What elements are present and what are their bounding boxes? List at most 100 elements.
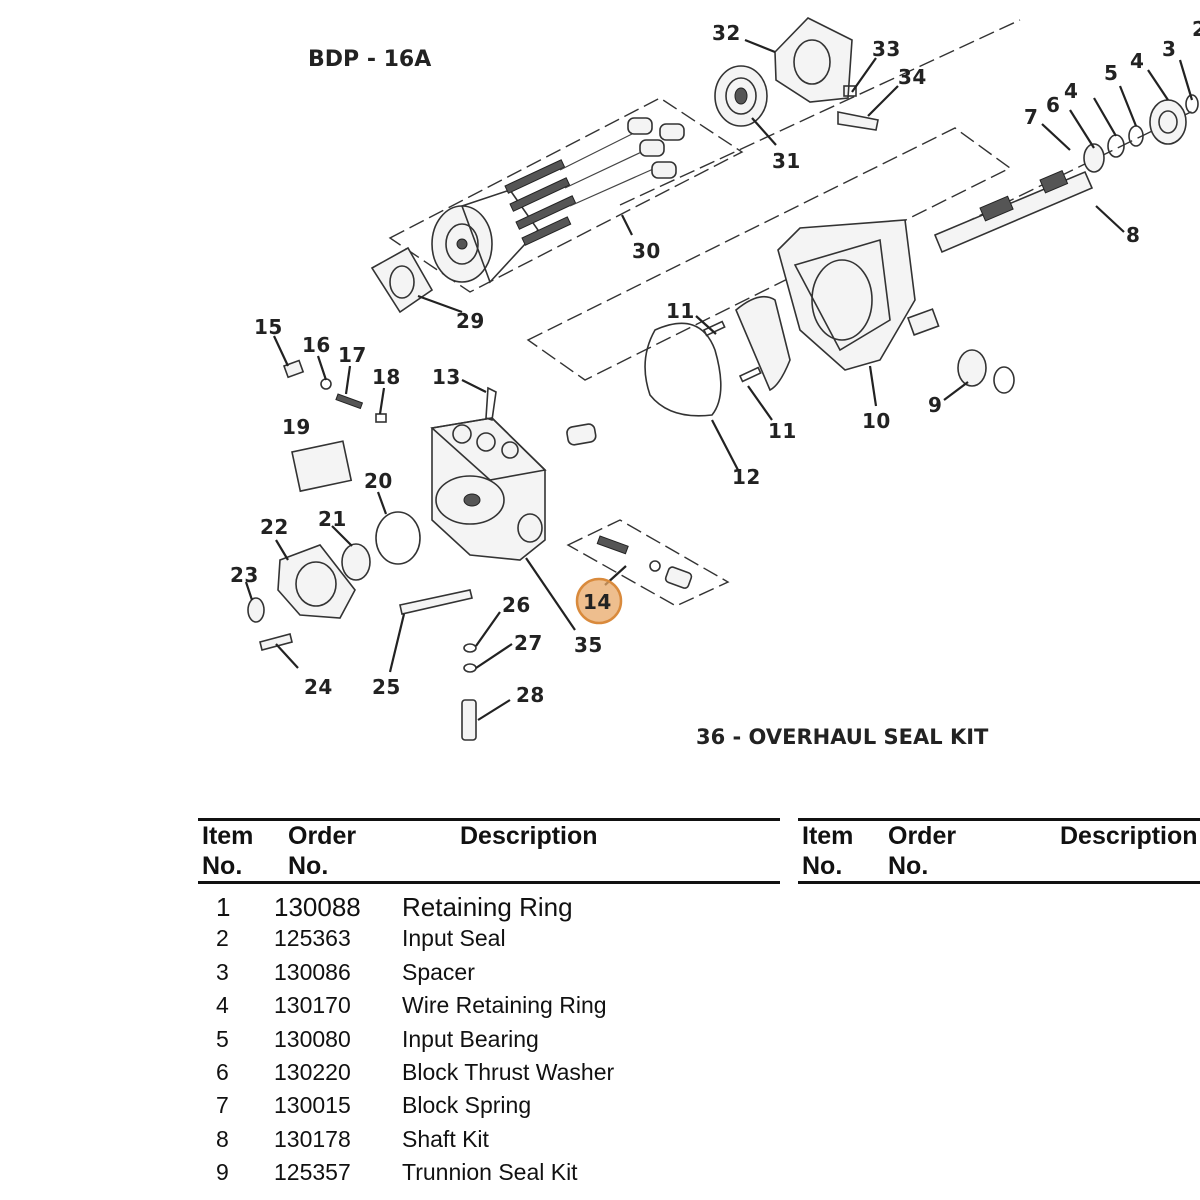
callout-28: 28 <box>516 683 545 707</box>
table-header: Item No. Order No. Description <box>198 818 780 884</box>
part-description: Input Seal <box>402 925 506 952</box>
order-number: 130015 <box>274 1092 351 1119</box>
callout-26: 26 <box>502 593 531 617</box>
item-number: 4 <box>216 992 229 1019</box>
header-order: Order <box>288 822 357 850</box>
callout-29: 29 <box>456 309 485 333</box>
part-description: Block Spring <box>402 1092 532 1119</box>
callout-9: 9 <box>928 393 942 417</box>
callout-24: 24 <box>304 675 333 699</box>
overhaul-seal-kit-label: 36 - OVERHAUL SEAL KIT <box>696 725 989 749</box>
callout-19: 19 <box>282 415 311 439</box>
callout-33: 33 <box>872 37 901 61</box>
callout-23: 23 <box>230 563 259 587</box>
order-number: 130178 <box>274 1125 351 1152</box>
part-description: Shaft Kit <box>402 1125 489 1152</box>
part-description: Spacer <box>402 958 475 985</box>
callout-25: 25 <box>372 675 401 699</box>
order-number: 130170 <box>274 992 351 1019</box>
callout-4-upper: 4 <box>1130 49 1144 73</box>
callout-11-lower: 11 <box>768 419 797 443</box>
header-order: Order <box>888 822 957 850</box>
table-row: 9 125357 Trunnion Seal Kit <box>198 1159 780 1189</box>
callout-35: 35 <box>574 633 603 657</box>
fasteners-part <box>259 359 693 741</box>
table-row: 4 130170 Wire Retaining Ring <box>198 992 780 1022</box>
highlight-marker-14[interactable] <box>575 577 623 625</box>
callout-12: 12 <box>732 465 761 489</box>
part-description: Retaining Ring <box>402 892 573 922</box>
header-order-no: No. <box>888 852 929 880</box>
callout-32: 32 <box>712 21 741 45</box>
callout-6: 6 <box>1046 93 1060 117</box>
callout-4-lower: 4 <box>1064 79 1078 103</box>
callout-labels: 32 33 34 31 30 29 2 3 4 5 4 6 7 8 15 16 … <box>230 17 1200 707</box>
item-number: 6 <box>216 1059 229 1085</box>
table-row: 3 130086 Spacer <box>198 959 780 989</box>
order-number: 125357 <box>274 1159 351 1186</box>
callout-14[interactable]: 14 <box>583 590 612 614</box>
header-description: Description <box>1060 822 1198 850</box>
order-number: 125363 <box>274 925 351 952</box>
item-number: 9 <box>216 1159 229 1186</box>
table-row: 1 130088 Retaining Ring <box>198 892 780 922</box>
rotating-group-part <box>431 117 685 284</box>
callout-21: 21 <box>318 507 347 531</box>
callout-27: 27 <box>514 631 543 655</box>
input-shaft-part <box>933 94 1199 254</box>
main-housing-part <box>777 219 1015 394</box>
table-row: 7 130015 Block Spring <box>198 1092 780 1122</box>
callout-18: 18 <box>372 365 401 389</box>
header-order-no: No. <box>288 852 329 880</box>
callout-2: 2 <box>1192 17 1200 41</box>
valve-plate-part <box>370 246 434 314</box>
callout-16: 16 <box>302 333 331 357</box>
callout-13: 13 <box>432 365 461 389</box>
header-item: Item <box>202 822 254 850</box>
exploded-parts-diagram: BDP - 16A 36 - OVERHAUL SEAL KIT <box>230 17 1200 749</box>
callout-20: 20 <box>364 469 393 493</box>
center-section-part <box>430 386 597 561</box>
part-description: Trunnion Seal Kit <box>402 1159 578 1186</box>
header-item-no: No. <box>202 852 243 880</box>
header-item-no: No. <box>802 852 843 880</box>
order-number: 130086 <box>274 958 351 985</box>
header-description: Description <box>460 822 598 850</box>
table-row: 6 130220 Block Thrust Washer <box>198 1059 780 1089</box>
callout-11-upper: 11 <box>666 299 695 323</box>
gasket-part <box>644 295 791 417</box>
callout-15: 15 <box>254 315 283 339</box>
item-number: 3 <box>216 958 229 985</box>
parts-table-left: Item No. Order No. Description 1 130088 Re… <box>198 818 780 1185</box>
order-number: 130088 <box>274 892 361 922</box>
part-description: Block Thrust Washer <box>402 1059 615 1085</box>
callout-3: 3 <box>1162 37 1176 61</box>
callout-10: 10 <box>862 409 891 433</box>
bearing-31-part <box>714 65 768 127</box>
part-description: Input Bearing <box>402 1025 539 1052</box>
item-number: 1 <box>216 892 231 922</box>
callout-30: 30 <box>632 239 661 263</box>
callout-17: 17 <box>338 343 367 367</box>
callout-5: 5 <box>1104 61 1118 85</box>
fan-cover-part <box>247 511 421 623</box>
order-number: 130080 <box>274 1025 351 1052</box>
order-number: 130220 <box>274 1059 351 1085</box>
table-row: 2 125363 Input Seal <box>198 925 780 955</box>
item-number: 5 <box>216 1025 229 1052</box>
parts-table-right: Item No. Order No. Description 23125165F… <box>798 818 1200 884</box>
item-number: 8 <box>216 1125 229 1152</box>
table-row: 5 130080 Input Bearing <box>198 1026 780 1056</box>
callout-31: 31 <box>772 149 801 173</box>
diagram-title: BDP - 16A <box>308 47 431 72</box>
table-row: 8 130178 Shaft Kit <box>198 1126 780 1156</box>
header-item: Item <box>802 822 854 850</box>
callout-8: 8 <box>1126 223 1140 247</box>
table-header: Item No. Order No. Description <box>798 818 1200 884</box>
item-number: 7 <box>216 1092 229 1119</box>
housing-32-part <box>774 17 879 131</box>
callout-22: 22 <box>260 515 289 539</box>
leader-lines <box>244 38 1194 721</box>
part-description: Wire Retaining Ring <box>402 992 607 1019</box>
item-number: 2 <box>216 925 229 952</box>
